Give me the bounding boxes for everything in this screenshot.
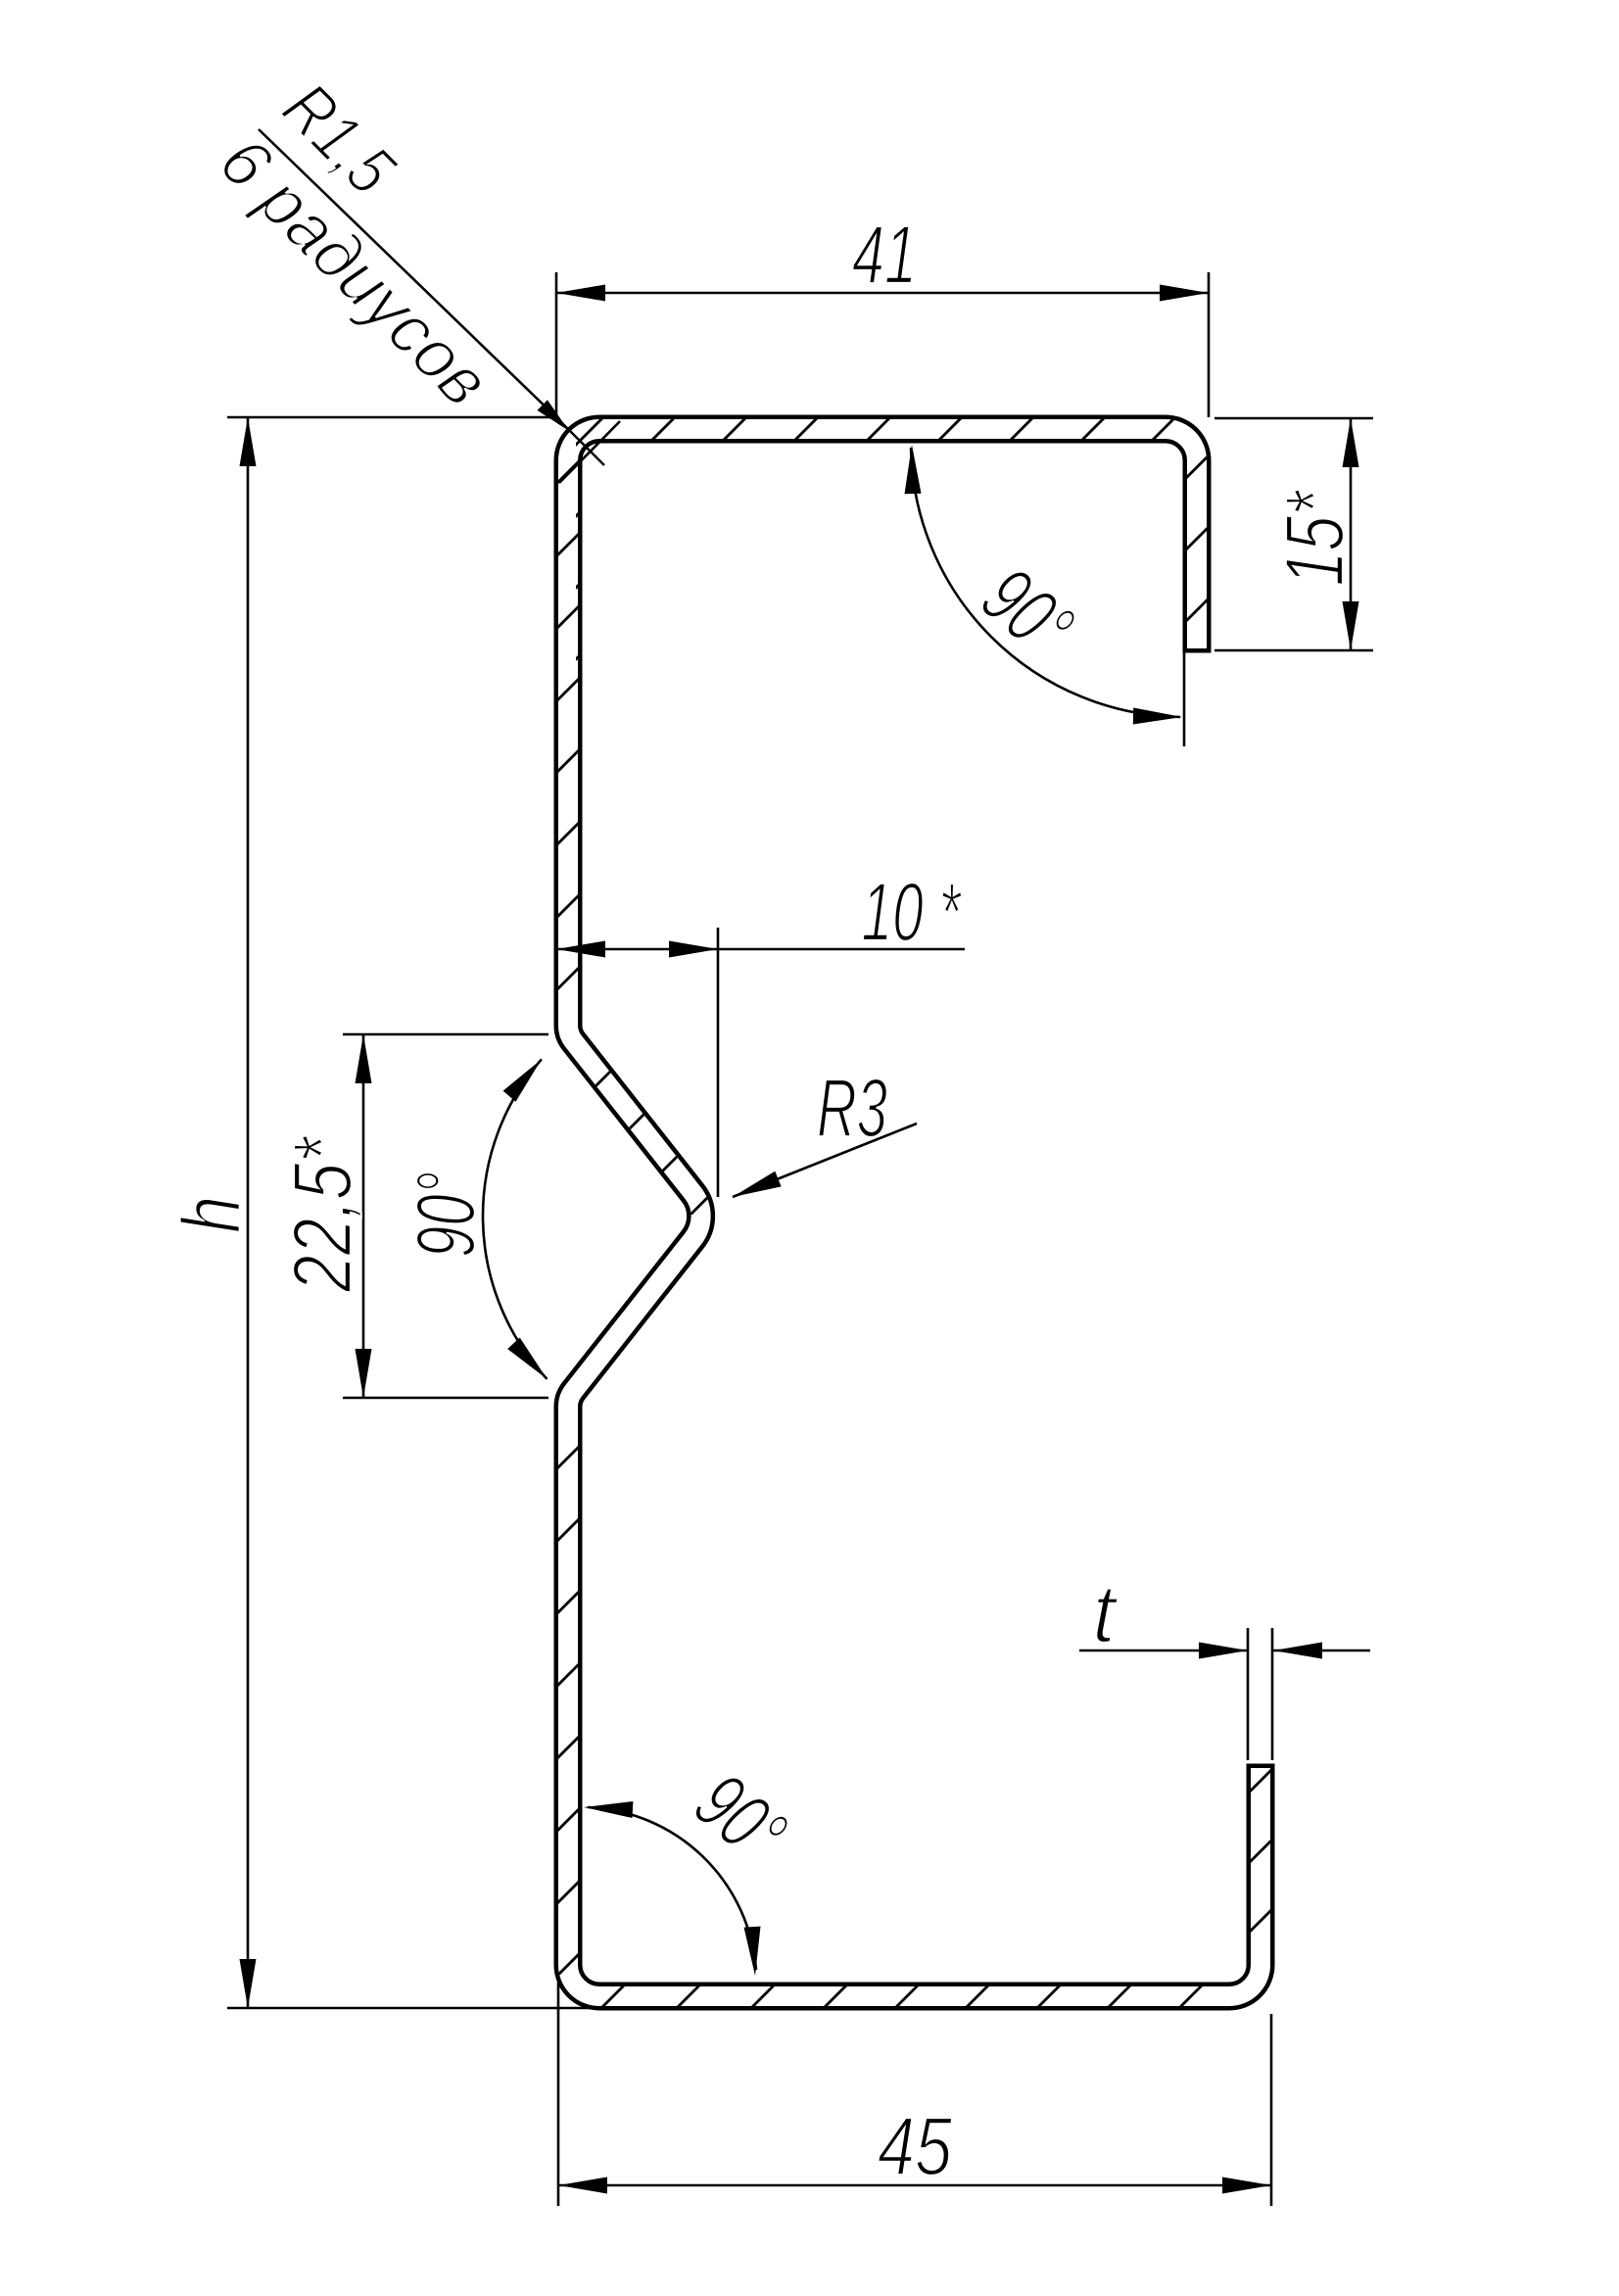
svg-text:10 *: 10 * (862, 866, 963, 958)
svg-text:45: 45 (878, 2100, 952, 2192)
svg-text:90°: 90° (400, 1172, 492, 1258)
svg-text:22,5*: 22,5* (276, 1135, 368, 1293)
svg-text:t: t (1092, 1567, 1119, 1659)
svg-text:41: 41 (852, 209, 917, 301)
svg-text:R3: R3 (817, 1062, 887, 1154)
svg-text:15*: 15* (1268, 490, 1360, 587)
svg-text:h: h (166, 1196, 258, 1233)
